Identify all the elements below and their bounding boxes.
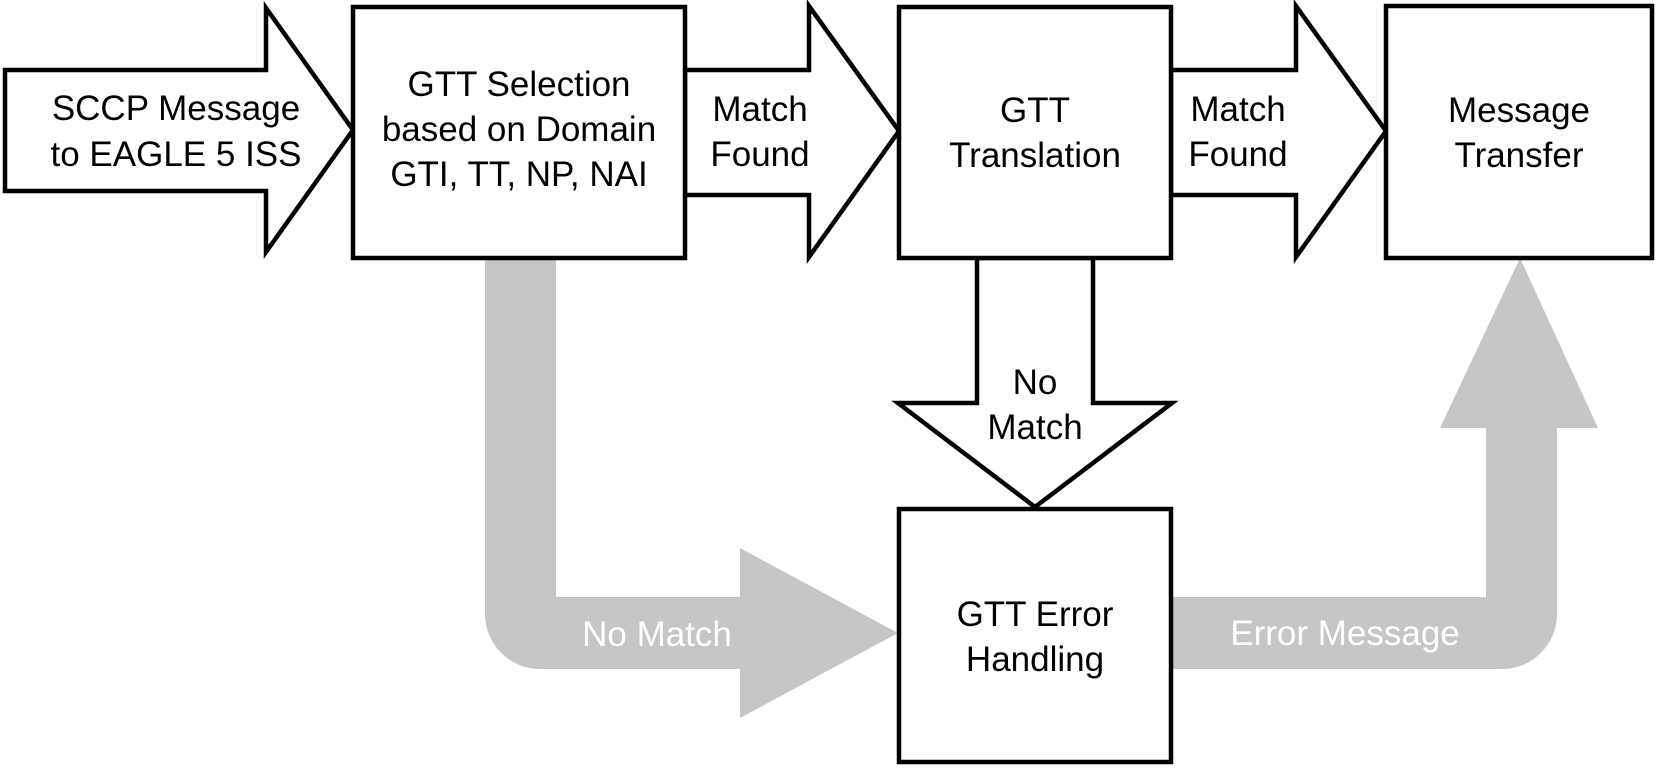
- no-match-connector-label: No Match: [582, 615, 732, 654]
- sccp-input-label-line1: SCCP Message: [52, 89, 300, 128]
- no-match-down-label-line2: Match: [987, 408, 1082, 447]
- error-message-connector: Error Message: [1171, 258, 1598, 669]
- gtt-error-handling-box: [896, 506, 1174, 765]
- gtt-error-handling-label-line2: Handling: [966, 640, 1104, 679]
- gtt-selection-node: GTT Selection based on Domain GTI, TT, N…: [350, 4, 688, 261]
- gtt-translation-box: [896, 4, 1174, 261]
- gtt-selection-label-line2: based on Domain: [382, 110, 656, 149]
- message-transfer-node: Message Transfer: [1383, 3, 1655, 261]
- error-message-connector-shape: [1171, 258, 1598, 669]
- no-match-connector-shape: [485, 258, 898, 718]
- match-found-1-label-line1: Match: [712, 90, 807, 129]
- sccp-input-label-line2: to EAGLE 5 ISS: [51, 135, 302, 174]
- gtt-selection-label-line3: GTI, TT, NP, NAI: [390, 155, 647, 194]
- error-message-connector-label: Error Message: [1230, 614, 1460, 653]
- no-match-down-arrow: No Match: [891, 255, 1179, 510]
- sccp-input-arrow: SCCP Message to EAGLE 5 ISS: [2, 0, 356, 260]
- message-transfer-label-line2: Transfer: [1454, 136, 1583, 175]
- match-found-arrow-2-shape: [1168, 0, 1389, 265]
- sccp-input-arrow-shape: [2, 0, 356, 260]
- match-found-arrow-1-shape: [682, 0, 902, 265]
- gtt-translation-label-line1: GTT: [1000, 91, 1070, 130]
- match-found-2-label-line1: Match: [1190, 90, 1285, 129]
- no-match-down-label-line1: No: [1013, 363, 1058, 402]
- gtt-translation-label-line2: Translation: [949, 136, 1121, 175]
- message-transfer-label-line1: Message: [1448, 91, 1590, 130]
- match-found-1-label-line2: Found: [710, 135, 809, 174]
- message-transfer-box: [1383, 3, 1655, 261]
- gtt-error-handling-label-line1: GTT Error: [957, 595, 1114, 634]
- gtt-selection-box: [350, 4, 688, 261]
- match-found-arrow-1: Match Found: [682, 0, 902, 265]
- gtt-error-handling-node: GTT Error Handling: [896, 506, 1174, 765]
- no-match-connector: No Match: [485, 258, 898, 718]
- gtt-selection-label-line1: GTT Selection: [407, 65, 630, 104]
- match-found-2-label-line2: Found: [1188, 135, 1287, 174]
- match-found-arrow-2: Match Found: [1168, 0, 1389, 265]
- gtt-translation-node: GTT Translation: [896, 4, 1174, 261]
- no-match-down-arrow-shape: [891, 255, 1179, 510]
